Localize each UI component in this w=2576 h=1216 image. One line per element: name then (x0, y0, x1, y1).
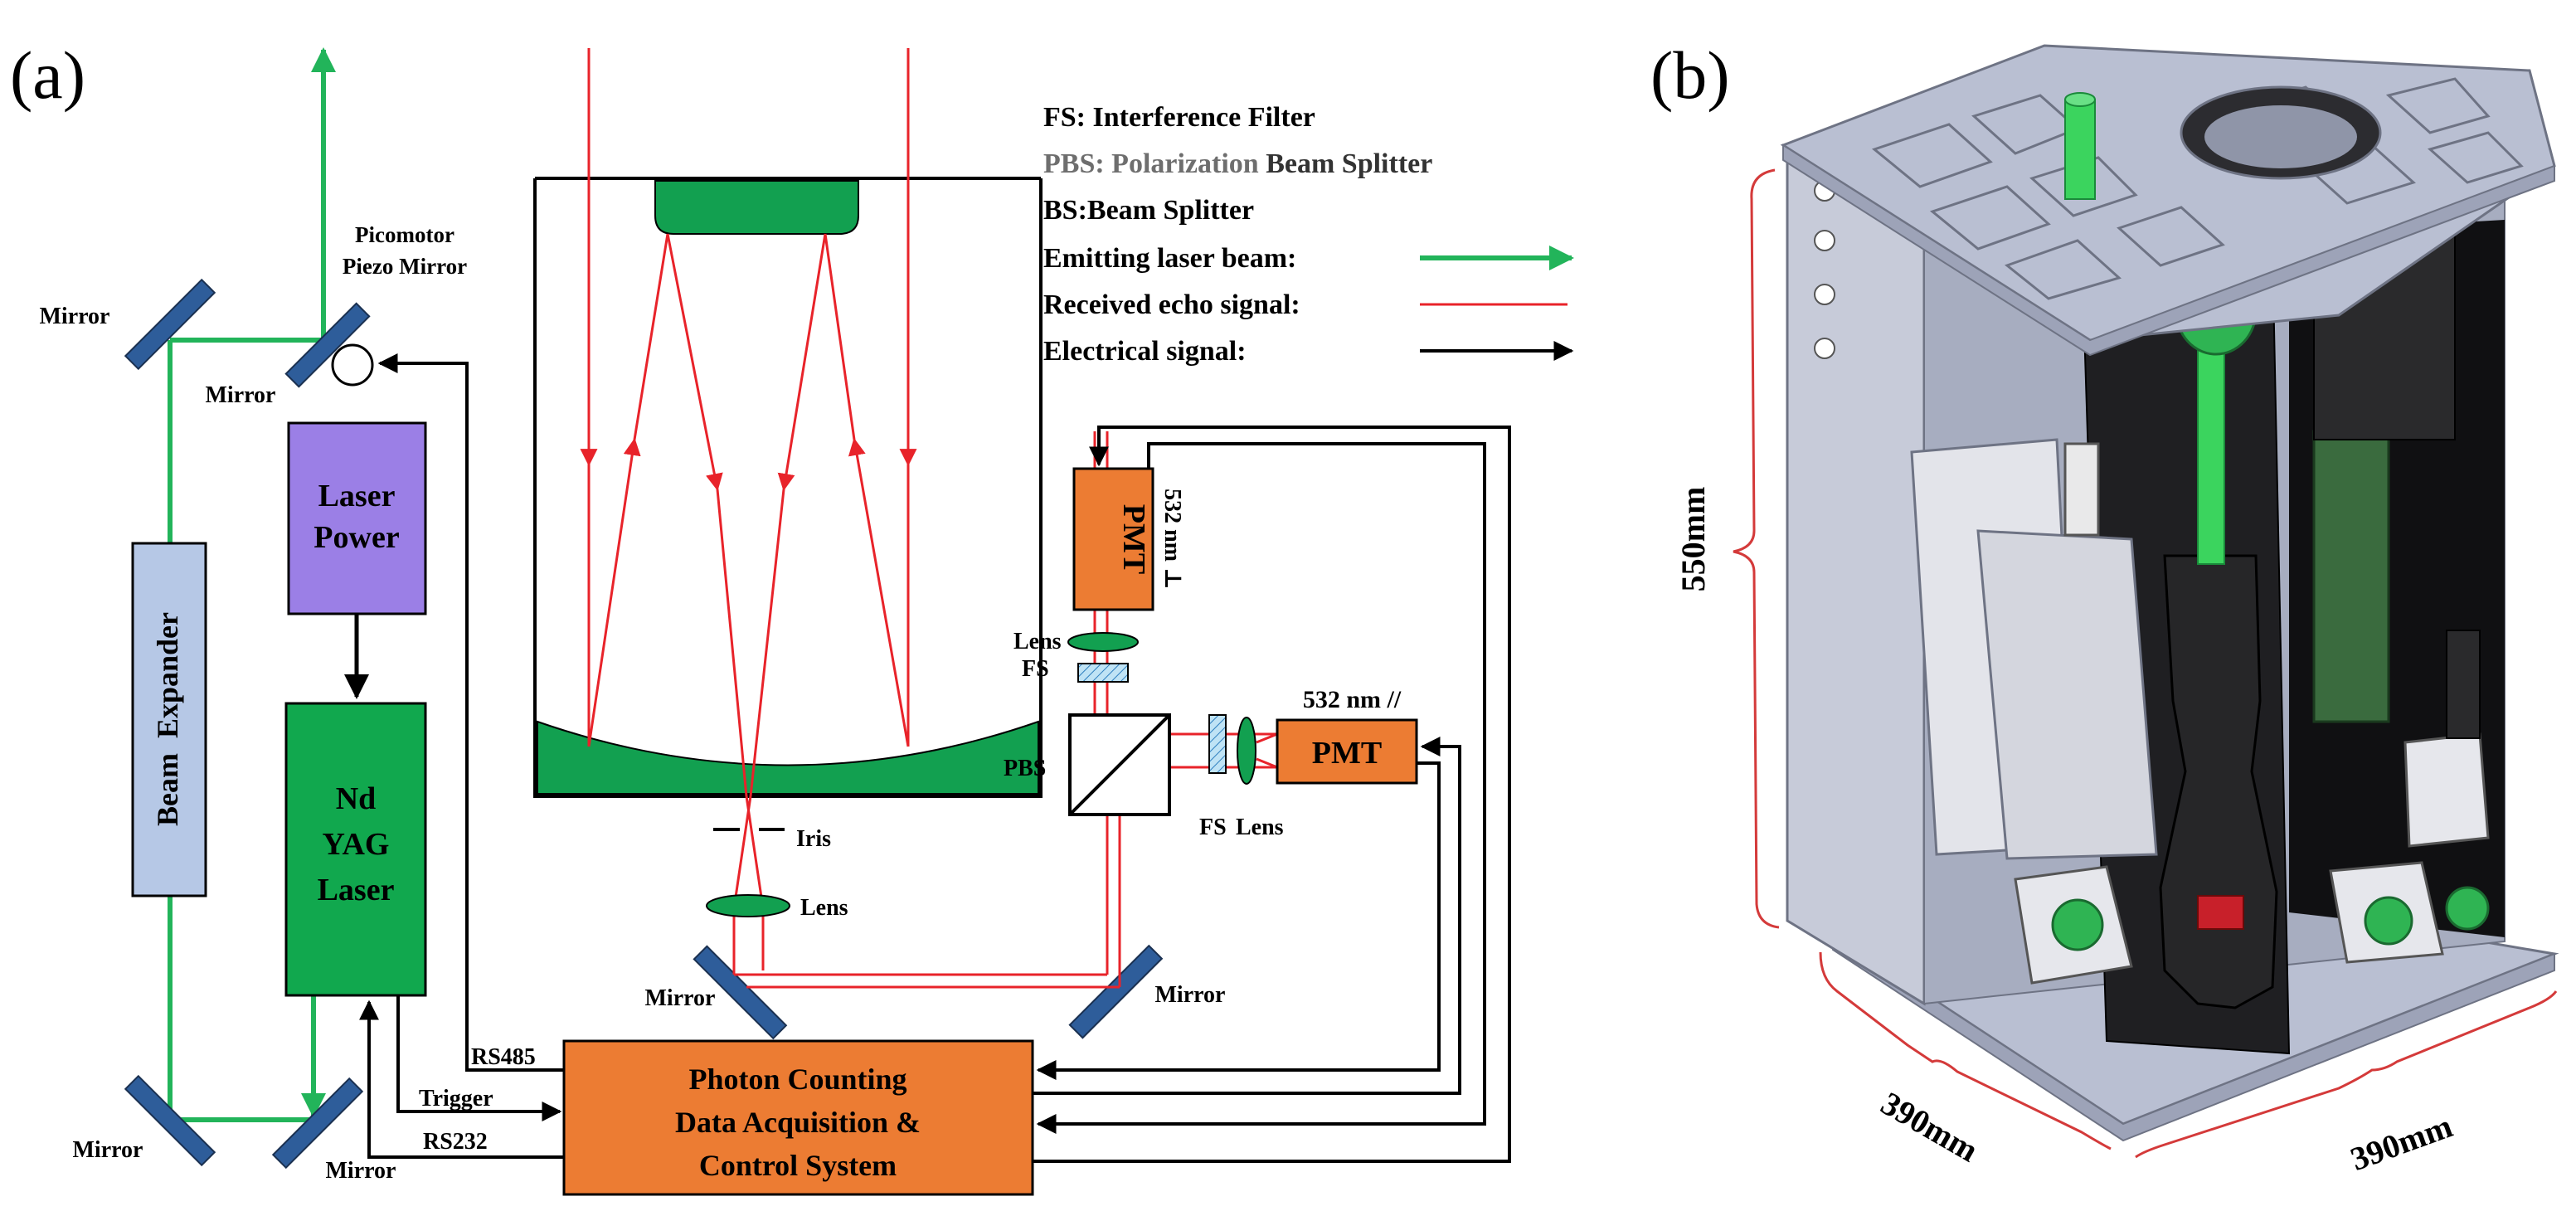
pmt-par-signal-line (1036, 761, 1441, 1080)
pmt-perpendicular-box (1072, 467, 1154, 611)
laser-power-label-line2: Power (313, 520, 400, 555)
panel-a-label: (a) (10, 37, 85, 113)
pmt-module-right (2403, 732, 2490, 848)
width-bracket (2135, 990, 2558, 1159)
legend-received: Received echo signal: (1043, 289, 1300, 320)
panel-a: (a) Picomotor Piezo Mirror Mirror Mirror… (10, 37, 1574, 1196)
pmt-perp-signal-line (1036, 442, 1486, 1134)
beam-expander-label: Beam Expander (151, 612, 184, 826)
primary-mirror (537, 720, 1039, 795)
nd-yag-label-line2: YAG (323, 827, 390, 862)
dimensions (1733, 168, 2558, 1159)
picomotor-label-line2: Piezo Mirror (343, 254, 467, 279)
nd-yag-label-line1: Nd (336, 781, 377, 816)
daq-box (562, 1039, 1034, 1196)
fs-filter-right (1208, 714, 1227, 774)
legend: FS: Interference Filter PBS: Polarizatio… (1043, 102, 1432, 367)
nd-yag-label-line3: Laser (318, 873, 395, 907)
pmt-perp-control-line (1033, 426, 1511, 1163)
collimating-lens-label: Lens (800, 895, 848, 921)
telescope-tube (2159, 554, 2278, 1009)
fiber-cylinder (2063, 442, 2100, 537)
nd-yag-laser-box (284, 702, 427, 997)
laser-power-box (287, 421, 427, 615)
fs-label-right: FS (1199, 815, 1227, 840)
legend-electrical: Electrical signal: (1043, 336, 1247, 367)
mirror-label-center-right: Mirror (1155, 982, 1226, 1008)
rs485-line (377, 353, 564, 1072)
trigger-line (396, 995, 562, 1121)
pmt-par-control-line (1033, 737, 1461, 1095)
iris-label: Iris (796, 826, 831, 852)
depth-dimension-label: 390mm (1875, 1084, 1985, 1169)
trigger-label: Trigger (419, 1086, 493, 1111)
rs485-label: RS485 (471, 1044, 536, 1070)
daq-label-line2: Data Acquisition & (675, 1106, 921, 1139)
height-bracket (1733, 168, 1780, 929)
circuit-board (2312, 430, 2390, 723)
lens-label-upper: Lens (1013, 629, 1062, 654)
width-dimension-label: 390mm (2345, 1107, 2457, 1179)
legend-pbs: PBS: Polarization Beam Splitter (1043, 148, 1432, 179)
height-dimension-label: 550mm (1674, 487, 1712, 592)
legend-fs: FS: Interference Filter (1043, 102, 1315, 133)
electrical-signals (359, 353, 1511, 1163)
collimating-lens (706, 894, 790, 917)
secondary-mirror (654, 180, 859, 235)
mirror-center-right (1068, 944, 1164, 1039)
pbs-label: PBS (1004, 756, 1046, 781)
telescope-red-ring (2197, 895, 2244, 930)
top-green-beam (2064, 99, 2096, 200)
mirror-label-top-left: Mirror (40, 304, 110, 329)
mirror-label-bottom-right: Mirror (326, 1158, 396, 1184)
pmt-parallel-wavelength: 532 nm // (1303, 686, 1402, 713)
mirror-label-picomotor: Mirror (206, 382, 276, 408)
pmt-parallel-label: PMT (1312, 736, 1382, 771)
panel-b: (b) (1650, 37, 2559, 1179)
legend-emitting: Emitting laser beam: (1043, 243, 1296, 274)
mirror-top-left (124, 278, 216, 371)
depth-bracket (1819, 951, 2112, 1150)
top-plate-edge (1782, 143, 2555, 357)
daq-label-line1: Photon Counting (688, 1063, 906, 1096)
panel-b-label: (b) (1650, 37, 1730, 113)
beam-expander-box (131, 542, 207, 897)
instrument-render (1780, 44, 2559, 1142)
pmt-perpendicular-label: PMT (1116, 504, 1151, 574)
mirror-picomotor (284, 302, 371, 388)
pbs-diagonal (1068, 713, 1171, 816)
piezo-actuator-icon (331, 343, 374, 387)
rs232-line (359, 1000, 564, 1159)
legend-bs: BS:Beam Splitter (1043, 195, 1254, 226)
mirror-bottom-left (124, 1074, 216, 1167)
top-plate-grid (1871, 77, 2524, 300)
mirror-bottom-right (271, 1077, 364, 1170)
mirror-label-bottom-left: Mirror (73, 1137, 143, 1163)
lens-upper (1067, 632, 1139, 652)
pmt-perpendicular-wavelength: 532 nm ⊥ (1159, 489, 1185, 590)
lens-label-right: Lens (1236, 815, 1284, 840)
fs-filter-upper (1077, 663, 1129, 683)
left-side-panel (1786, 152, 1926, 1006)
mirror-label-center-left: Mirror (645, 985, 716, 1011)
fs-label-upper: FS (1022, 656, 1049, 682)
mirrors (124, 278, 1164, 1170)
rs232-label: RS232 (423, 1129, 488, 1155)
pmt-parallel-box (1276, 718, 1418, 785)
telescope (533, 177, 1043, 798)
laser-power-label-line1: Laser (318, 479, 396, 513)
pmt-column-right (2446, 630, 2481, 739)
daq-label-line3: Control System (699, 1149, 897, 1182)
electronics-box-top (1976, 529, 2158, 860)
picomotor-label-line1: Picomotor (355, 222, 454, 247)
lens-right (1237, 717, 1256, 785)
